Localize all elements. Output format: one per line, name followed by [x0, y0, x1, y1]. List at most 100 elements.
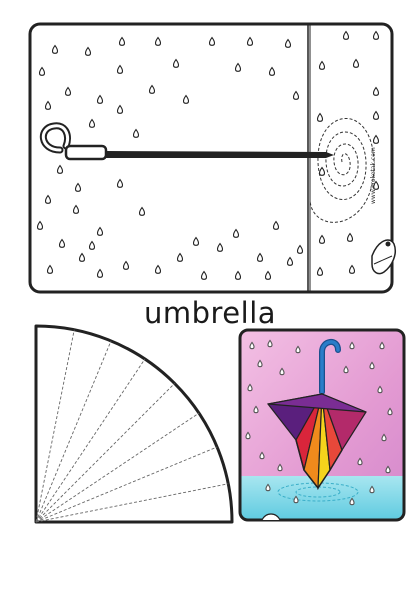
raindrop-icon — [96, 94, 104, 104]
raindrop-icon — [148, 84, 156, 94]
raindrop-icon — [372, 86, 380, 96]
raindrop-icon — [154, 264, 162, 274]
raindrop-icon — [78, 252, 86, 262]
raindrop-field — [36, 30, 380, 280]
raindrop-icon — [349, 341, 355, 350]
raindrop-icon — [296, 244, 304, 254]
raindrop-icon — [72, 204, 80, 214]
worksheet-title: umbrella — [143, 296, 277, 330]
raindrop-icon — [259, 451, 265, 460]
raindrop-icon — [46, 264, 54, 274]
raindrop-icon — [352, 58, 360, 68]
raindrop-icon — [343, 365, 349, 374]
raindrop-icon — [346, 232, 354, 242]
crocodile-mascot-icon — [371, 239, 396, 275]
raindrop-icon — [379, 341, 385, 350]
raindrop-icon — [286, 256, 294, 266]
raindrop-icon — [96, 268, 104, 278]
cut-spiral-guide — [309, 118, 375, 223]
raindrop-icon — [318, 234, 326, 244]
raindrop-icon — [138, 206, 146, 216]
raindrop-icon — [372, 110, 380, 120]
finished-umbrella-example — [238, 328, 406, 522]
raindrop-icon — [118, 36, 126, 46]
fold-line — [35, 340, 112, 523]
raindrop-icon — [279, 367, 285, 376]
fold-line — [35, 483, 229, 523]
raindrop-icon — [234, 270, 242, 280]
raindrop-icon — [272, 220, 280, 230]
raindrop-icon — [56, 164, 64, 174]
raindrop-icon — [372, 134, 380, 144]
raindrop-icon — [116, 64, 124, 74]
raindrop-icon — [385, 465, 391, 474]
fold-line — [35, 412, 200, 523]
raindrop-icon — [318, 60, 326, 70]
raindrop-icon — [372, 180, 380, 190]
umbrella-handle-icon — [40, 122, 334, 161]
raindrop-icon — [216, 242, 224, 252]
fold-line — [35, 329, 75, 523]
raindrop-icon — [316, 112, 324, 122]
raindrop-icon — [88, 118, 96, 128]
raindrop-icon — [267, 339, 273, 348]
raindrop-icon — [295, 345, 301, 354]
raindrop-icon — [277, 463, 283, 472]
raindrop-icon — [64, 86, 72, 96]
raindrop-icon — [132, 128, 140, 138]
fold-line — [35, 446, 218, 523]
raindrop-icon — [372, 30, 380, 40]
raindrop-icon — [253, 405, 259, 414]
raindrop-icon — [257, 359, 263, 368]
raindrop-icon — [369, 485, 375, 494]
raindrop-icon — [208, 36, 216, 46]
raindrop-icon — [247, 383, 253, 392]
raindrop-icon — [51, 44, 59, 54]
raindrop-icon — [96, 226, 104, 236]
raindrop-icon — [88, 240, 96, 250]
raindrop-icon — [377, 385, 383, 394]
raindrop-icon — [58, 238, 66, 248]
raindrop-icon — [116, 178, 124, 188]
raindrop-icon — [36, 220, 44, 230]
raindrop-icon — [256, 252, 264, 262]
raindrop-icon — [348, 264, 356, 274]
raindrop-icon — [342, 30, 350, 40]
raindrop-icon — [154, 36, 162, 46]
raindrop-icon — [318, 166, 326, 176]
raindrop-icon — [172, 58, 180, 68]
raindrop-icon — [44, 194, 52, 204]
raindrop-icon — [176, 252, 184, 262]
raindrop-icon — [200, 270, 208, 280]
raindrop-icon — [316, 266, 324, 276]
raindrop-icon — [268, 66, 276, 76]
fold-line — [35, 358, 146, 523]
raindrop-icon — [387, 407, 393, 416]
raindrop-icon — [265, 483, 271, 492]
raindrop-icon — [264, 270, 272, 280]
raindrop-icon — [44, 100, 52, 110]
raindrop-icon — [293, 495, 299, 504]
site-credit: www.krokotak.com — [370, 147, 377, 204]
raindrop-icon — [234, 62, 242, 72]
fold-line — [35, 383, 175, 523]
raindrop-icon — [182, 94, 190, 104]
raindrop-icon — [192, 236, 200, 246]
canopy-fan-template — [34, 324, 234, 524]
raindrop-icon — [349, 497, 355, 506]
raindrop-icon — [292, 90, 300, 100]
raindrop-icon — [38, 66, 46, 76]
raindrop-icon — [246, 36, 254, 46]
raindrop-icon — [245, 431, 251, 440]
raindrop-icon — [122, 260, 130, 270]
raindrop-icon — [357, 457, 363, 466]
raindrop-icon — [381, 433, 387, 442]
raindrop-icon — [369, 361, 375, 370]
raindrop-icon — [74, 182, 82, 192]
raindrop-icon — [284, 38, 292, 48]
raindrop-icon — [249, 341, 255, 350]
raindrop-icon — [84, 46, 92, 56]
umbrella-canopy — [266, 392, 367, 491]
raindrop-icon — [116, 104, 124, 114]
